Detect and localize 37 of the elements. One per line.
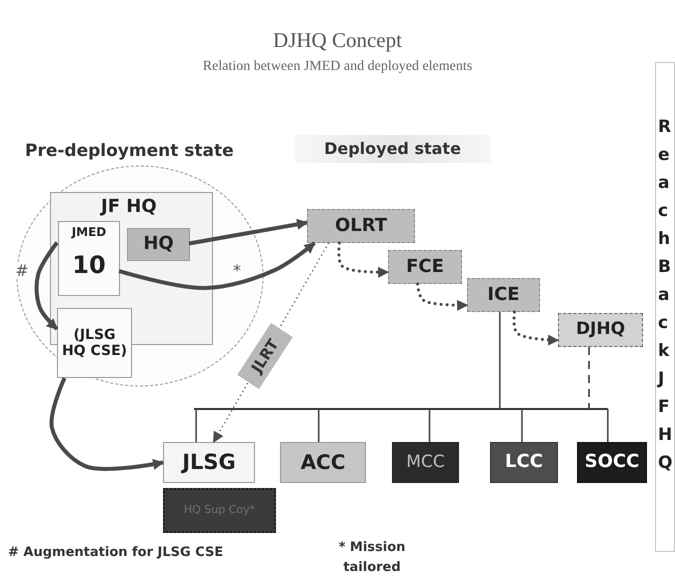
process-box: HQ <box>127 228 190 261</box>
title: DJHQ Concept <box>272 28 403 53</box>
connector-line <box>521 409 523 442</box>
section-band: Deployed state <box>295 135 490 163</box>
subtitle: Relation between JMED and deployed elements <box>202 58 474 76</box>
footnote: # Augmentation for JLSG CSE <box>8 544 224 562</box>
connector-line <box>499 312 501 409</box>
process-box: SOCC <box>577 442 647 483</box>
connector-line <box>607 409 609 442</box>
vertical-text: Reach Back JFHQ <box>658 116 674 475</box>
arrow <box>34 241 59 330</box>
unit-number: 10 <box>71 252 107 280</box>
connector-line <box>588 347 590 409</box>
process-box: JLSG <box>163 442 255 483</box>
side-panel <box>655 62 675 552</box>
footnote: * Mission tailored <box>338 539 406 576</box>
process-box: DJHQ <box>558 313 643 347</box>
process-box: (JLSG HQ CSE) <box>57 308 132 378</box>
process-box: OLRT <box>307 209 415 243</box>
unit-box <box>58 221 120 296</box>
process-box: ACC <box>280 442 366 483</box>
arrow <box>337 242 390 278</box>
process-box: FCE <box>388 250 462 284</box>
box-title: JMED <box>70 226 108 240</box>
process-box: ICE <box>467 278 540 312</box>
connector-line <box>195 409 197 442</box>
edge-label: # <box>16 262 28 278</box>
arrow <box>512 310 560 346</box>
box-title: JF HQ <box>101 197 157 218</box>
arrow <box>416 282 468 311</box>
arrow <box>188 218 308 246</box>
process-box: LCC <box>490 442 558 483</box>
process-box: MCC <box>392 442 459 483</box>
heading: Pre-deployment state <box>25 142 234 162</box>
arrow <box>50 377 164 471</box>
connector-line <box>428 409 430 442</box>
connector-line <box>318 409 320 442</box>
